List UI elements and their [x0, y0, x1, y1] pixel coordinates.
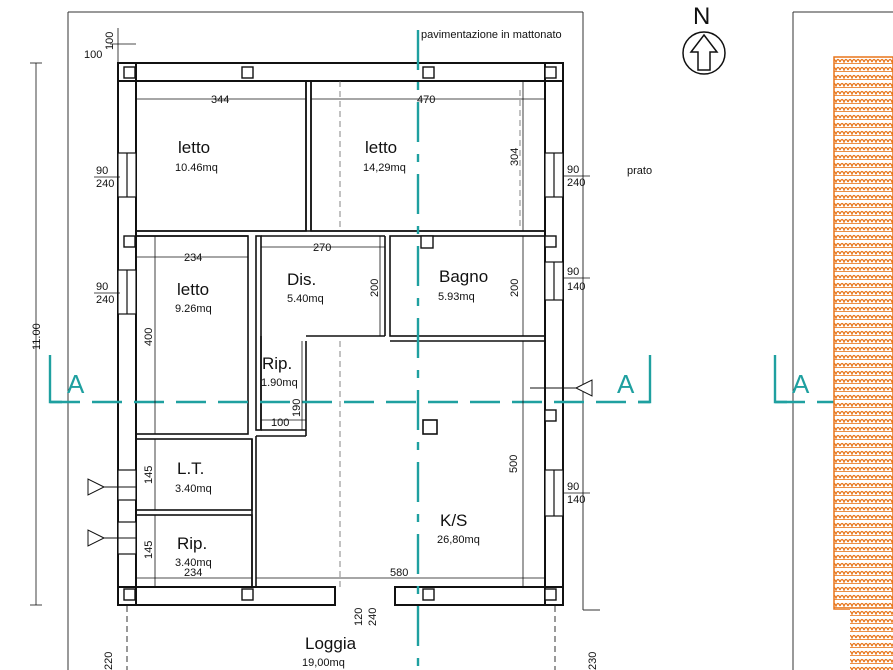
dim-11: 11.00 — [31, 323, 43, 350]
room-area: 26,80mq — [437, 534, 480, 546]
section-mark-left: A — [67, 369, 85, 399]
svg-text:90: 90 — [96, 281, 108, 293]
dim-580: 580 — [390, 567, 408, 579]
dim-400: 400 — [143, 328, 155, 346]
room-name: Bagno — [439, 267, 488, 286]
room-name: Loggia — [305, 634, 357, 653]
dimension-lines — [30, 28, 545, 606]
dim-145: 145 — [143, 541, 155, 559]
wall-openings — [117, 152, 564, 555]
room-area: 5.40mq — [287, 293, 324, 305]
roof-tiles-lower — [850, 609, 893, 670]
dim-145: 145 — [143, 466, 155, 484]
roof-tiles — [833, 56, 893, 610]
entry-arrow-icons — [87, 379, 593, 547]
dim-220: 220 — [103, 652, 115, 670]
room-area: 14,29mq — [363, 162, 406, 174]
svg-text:90: 90 — [567, 164, 579, 176]
room-area: 1.90mq — [261, 377, 298, 389]
dim-100: 100 — [271, 417, 289, 429]
dimension-labels: 344 470 304 234 270 200 200 400 190 100 … — [31, 32, 599, 670]
section-lines — [48, 30, 893, 670]
room-name: letto — [178, 138, 210, 157]
room-area: 3.40mq — [175, 557, 212, 569]
dim-234: 234 — [184, 252, 202, 264]
room-name: K/S — [440, 511, 467, 530]
svg-text:140: 140 — [567, 494, 585, 506]
dim-234: 234 — [184, 567, 202, 579]
room-area: 10.46mq — [175, 162, 218, 174]
room-area: 9.26mq — [175, 303, 212, 315]
dim-100: 100 — [84, 49, 102, 61]
svg-text:240: 240 — [567, 177, 585, 189]
dim-200: 200 — [369, 279, 381, 297]
room-name: L.T. — [177, 459, 204, 478]
window-labels: 90 240 90 240 90 240 90 140 90 140 — [94, 164, 590, 506]
dim-500: 500 — [508, 455, 520, 473]
room-name: letto — [365, 138, 397, 157]
dim-270: 270 — [313, 242, 331, 254]
plot-boundary — [67, 11, 893, 670]
room-name: letto — [177, 280, 209, 299]
section-mark-far: A — [792, 369, 810, 399]
svg-text:140: 140 — [567, 281, 585, 293]
room-name: Dis. — [287, 270, 316, 289]
dim-304: 304 — [509, 148, 521, 166]
dim-240: 240 — [367, 608, 379, 626]
room-labels: letto 10.46mq letto 14,29mq letto 9.26mq… — [175, 138, 488, 669]
svg-text:240: 240 — [96, 294, 114, 306]
room-area: 19,00mq — [302, 657, 345, 669]
room-area: 5.93mq — [438, 291, 475, 303]
section-mark-right: A — [617, 369, 635, 399]
svg-text:90: 90 — [567, 266, 579, 278]
north-arrow-icon: N — [682, 3, 726, 75]
svg-text:90: 90 — [567, 481, 579, 493]
room-name: Rip. — [177, 534, 207, 553]
svg-text:90: 90 — [96, 165, 108, 177]
hidden-lines — [339, 81, 521, 587]
lawn-note: prato — [627, 165, 652, 177]
dim-100: 100 — [104, 32, 116, 50]
dim-120: 120 — [353, 608, 365, 626]
north-label: N — [693, 3, 710, 30]
dim-344: 344 — [211, 94, 229, 106]
paving-note: pavimentazione in mattonato — [421, 29, 562, 41]
dim-200: 200 — [509, 279, 521, 297]
dim-470: 470 — [417, 94, 435, 106]
room-area: 3.40mq — [175, 483, 212, 495]
svg-text:240: 240 — [96, 178, 114, 190]
room-name: Rip. — [262, 354, 292, 373]
dim-230: 230 — [587, 652, 599, 670]
pillars — [123, 66, 557, 601]
dim-190: 190 — [291, 399, 303, 417]
